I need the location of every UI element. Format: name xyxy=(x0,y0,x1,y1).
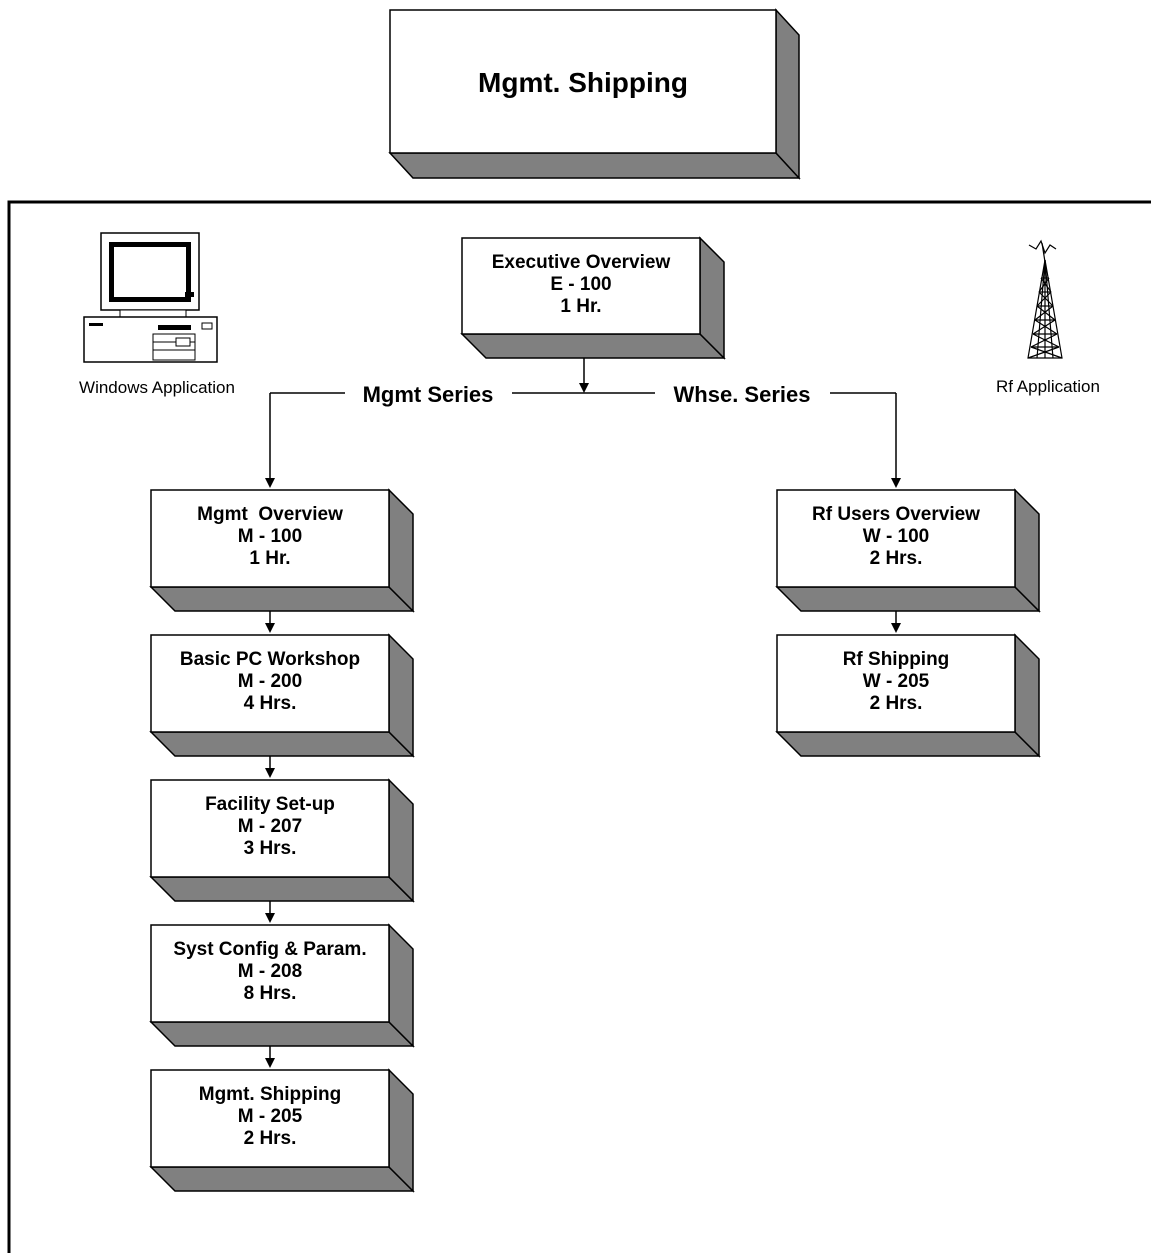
rf-application-label: Rf Application xyxy=(996,377,1100,396)
desktop-computer-icon xyxy=(83,232,218,363)
course-code: W - 100 xyxy=(863,526,930,547)
course-code: M - 205 xyxy=(238,1106,303,1127)
page-title: Mgmt. Shipping xyxy=(478,67,688,98)
course-hours: 2 Hrs. xyxy=(244,1128,297,1149)
course-hours: 1 Hr. xyxy=(560,296,601,317)
windows-application-label: Windows Application xyxy=(79,378,235,397)
course-code: E - 100 xyxy=(550,274,611,295)
course-name: Executive Overview xyxy=(492,252,671,273)
title-box: Mgmt. Shipping xyxy=(388,8,801,180)
course-name: Facility Set-up xyxy=(205,794,335,815)
radio-tower-icon xyxy=(1027,239,1063,359)
course-code: M - 200 xyxy=(238,671,302,692)
course-name: Syst Config & Param. xyxy=(173,939,366,960)
course-hours: 2 Hrs. xyxy=(870,548,923,569)
course-name: Mgmt. Shipping xyxy=(199,1084,341,1105)
course-code: M - 100 xyxy=(238,526,302,547)
whse-series-label: Whse. Series xyxy=(674,382,811,407)
course-hours: 3 Hrs. xyxy=(244,838,297,859)
course-hours: 4 Hrs. xyxy=(244,693,297,714)
course-hours: 2 Hrs. xyxy=(870,693,923,714)
outer-frame xyxy=(7,200,1151,1253)
course-name: Rf Shipping xyxy=(843,649,950,670)
mgmt-series-label: Mgmt Series xyxy=(363,382,494,407)
course-hours: 1 Hr. xyxy=(249,548,290,569)
course-name: Basic PC Workshop xyxy=(180,649,360,670)
course-code: W - 205 xyxy=(863,671,930,692)
course-name: Rf Users Overview xyxy=(812,504,980,525)
course-code: M - 208 xyxy=(238,961,302,982)
course-code: M - 207 xyxy=(238,816,302,837)
course-hours: 8 Hrs. xyxy=(244,983,297,1004)
course-name: Mgmt Overview xyxy=(197,504,343,525)
